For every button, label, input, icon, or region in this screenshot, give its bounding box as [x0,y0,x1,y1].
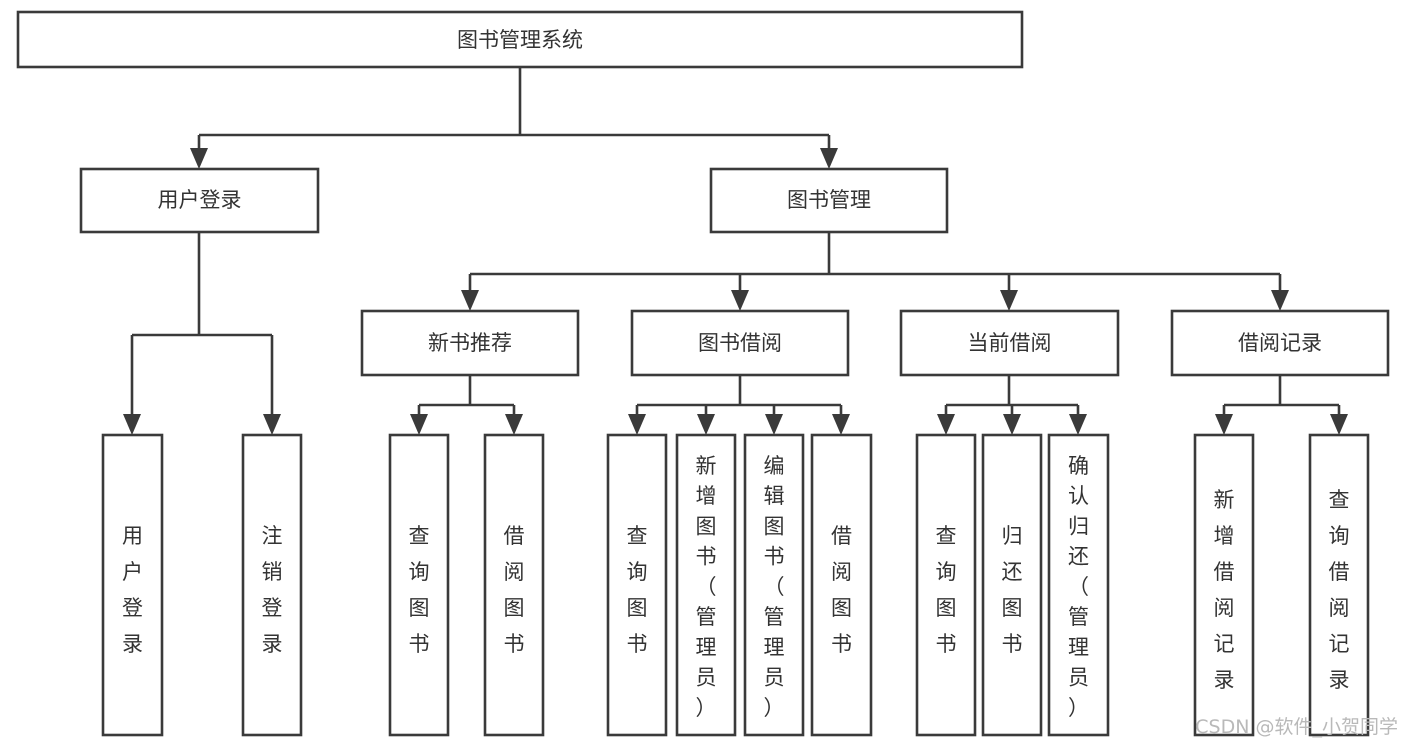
node-box-borrow-record[interactable] [1170,309,1390,377]
csdn-watermark: CSDN @软件_小贺同学 [1195,716,1398,738]
arrow-head-book-management [820,148,838,169]
node-label-borrow-record: 借阅记录 [1238,331,1322,355]
node-box-leaf-logout[interactable] [241,433,303,737]
node-label-leaf-borrow-book-2: 借阅图书 [831,524,852,656]
arrow-head-leaf-edit-book-admin [765,414,783,435]
node-label-book-management: 图书管理 [787,188,871,212]
node-label-leaf-edit-book-admin: 编辑图书（管理员） [764,454,785,720]
node-current-borrow[interactable]: 当前借阅 [899,309,1120,377]
arrow-head-current-borrow [1000,290,1018,311]
node-box-leaf-edit-book-admin[interactable] [743,433,805,737]
arrow-head-leaf-query-book-2 [628,414,646,435]
connector-new-book-recommend-group [410,375,523,435]
node-label-user-login: 用户登录 [158,188,242,212]
node-box-user-login[interactable] [79,167,320,234]
node-label-leaf-return-book: 归还图书 [1002,524,1023,656]
node-label-leaf-add-book-admin: 新增图书（管理员） [696,454,717,720]
connector-book-management-group [461,232,1289,311]
node-box-leaf-user-login[interactable] [101,433,164,737]
connector-layer [123,67,1348,435]
node-book-management[interactable]: 图书管理 [709,167,949,234]
node-label-leaf-confirm-return-admin: 确认归还（管理员） [1068,454,1089,720]
node-box-leaf-query-book-3[interactable] [915,433,977,737]
node-box-title-system[interactable] [16,10,1024,69]
connector-borrow-record-group [1215,375,1348,435]
node-label-leaf-query-book-2: 查询图书 [627,524,648,656]
node-box-leaf-confirm-return-admin[interactable] [1047,433,1110,737]
node-label-leaf-query-book-3: 查询图书 [936,524,957,656]
node-label-book-borrow: 图书借阅 [698,331,782,355]
arrow-head-leaf-add-book-admin [697,414,715,435]
node-label-leaf-query-book-1: 查询图书 [409,524,430,656]
arrow-head-new-book-recommend [461,290,479,311]
node-label-leaf-query-borrow-record: 查询借阅记录 [1329,488,1350,692]
arrow-head-leaf-logout [263,414,281,435]
node-new-book-recommend[interactable]: 新书推荐 [360,309,580,377]
arrow-head-leaf-query-book-3 [937,414,955,435]
node-borrow-record[interactable]: 借阅记录 [1170,309,1390,377]
node-box-leaf-borrow-book-2[interactable] [810,433,873,737]
node-label-leaf-add-borrow-record: 新增借阅记录 [1214,488,1235,692]
node-box-leaf-borrow-book-1[interactable] [483,433,545,737]
leaf-node-layer: 用户登录 注销登录 查询图书 借阅图书 查询图书 新增图书（管理员） 编辑图书（… [101,433,1370,737]
node-box-leaf-add-book-admin[interactable] [675,433,737,737]
arrow-head-leaf-user-login [123,414,141,435]
connector-root-to-level2 [190,67,838,169]
node-box-book-management[interactable] [709,167,949,234]
arrow-head-borrow-record [1271,290,1289,311]
connector-book-borrow-group [628,375,850,435]
node-box-leaf-query-book-2[interactable] [606,433,668,737]
node-label-new-book-recommend: 新书推荐 [428,331,512,355]
node-box-leaf-query-borrow-record[interactable] [1308,433,1370,737]
arrow-head-leaf-add-borrow-record [1215,414,1233,435]
node-label-leaf-logout: 注销登录 [262,524,283,656]
node-box-leaf-query-book-1[interactable] [388,433,450,737]
arrow-head-leaf-return-book [1003,414,1021,435]
node-user-login[interactable]: 用户登录 [79,167,320,234]
node-label-leaf-user-login: 用户登录 [122,524,143,656]
connector-user-login-group [123,232,281,435]
node-box-leaf-add-borrow-record[interactable] [1193,433,1255,737]
connector-current-borrow-group [937,375,1087,435]
node-box-book-borrow[interactable] [630,309,850,377]
arrow-head-leaf-borrow-book-1 [505,414,523,435]
node-box-new-book-recommend[interactable] [360,309,580,377]
node-label-title-system: 图书管理系统 [457,28,583,52]
arrow-head-leaf-query-borrow-record [1330,414,1348,435]
node-title-system[interactable]: 图书管理系统 [16,10,1024,69]
node-box-leaf-return-book[interactable] [981,433,1043,737]
arrow-head-book-borrow [731,290,749,311]
node-label-leaf-borrow-book-1: 借阅图书 [504,524,525,656]
node-box-current-borrow[interactable] [899,309,1120,377]
arrow-head-leaf-confirm-return-admin [1069,414,1087,435]
node-label-current-borrow: 当前借阅 [968,331,1052,355]
arrow-head-leaf-borrow-book-2 [832,414,850,435]
arrow-head-leaf-query-book-1 [410,414,428,435]
arrow-head-user-login [190,148,208,169]
node-book-borrow[interactable]: 图书借阅 [630,309,850,377]
